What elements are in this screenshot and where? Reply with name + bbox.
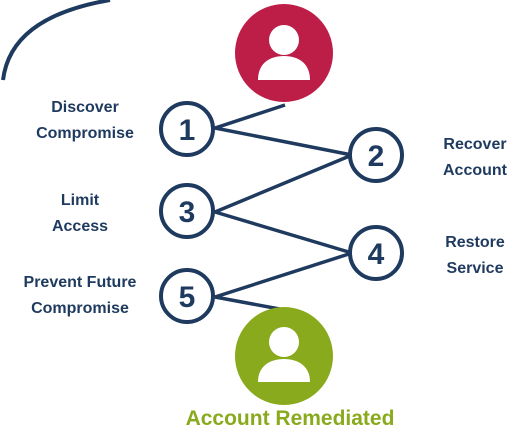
user-icon <box>258 25 310 80</box>
step-number: 3 <box>179 196 196 229</box>
connector-2-3 <box>214 153 353 214</box>
connector-4-5 <box>214 251 353 299</box>
step-number: 4 <box>368 238 385 271</box>
step-label-line: Access <box>51 218 109 235</box>
end-user-avatar <box>235 307 333 405</box>
connector-5-end <box>214 295 286 312</box>
step-label-line: Prevent Future <box>23 274 137 291</box>
step-label-line: Compromise <box>36 125 134 142</box>
step-label-4: Restore Service <box>432 230 518 282</box>
step-label-line: Discover <box>51 99 119 116</box>
step-label-5: Prevent Future Compromise <box>4 270 156 322</box>
step-circle-3: 3 <box>159 183 215 239</box>
step-label-line: Compromise <box>31 300 129 317</box>
step-circle-4: 4 <box>348 225 404 281</box>
step-label-line: Account <box>443 162 507 179</box>
step-label-3: Limit Access <box>30 188 130 240</box>
step-label-line: Limit <box>60 192 100 209</box>
connector-3-4 <box>214 210 353 255</box>
step-label-line: Restore <box>445 234 505 251</box>
connector-lines <box>214 103 353 312</box>
step-label-line: Recover <box>443 136 507 153</box>
connector-start-1 <box>214 103 286 130</box>
user-icon <box>258 327 310 382</box>
result-caption: Account Remediated <box>185 407 395 430</box>
step-number: 1 <box>179 114 196 147</box>
connector-1-2 <box>214 126 353 157</box>
step-label-1: Discover Compromise <box>20 95 150 147</box>
step-circle-5: 5 <box>159 268 215 324</box>
step-circle-1: 1 <box>159 101 215 157</box>
step-label-2: Recover Account <box>432 132 518 184</box>
step-label-line: Service <box>446 260 504 277</box>
frame-arc <box>1 0 111 81</box>
start-user-avatar <box>235 4 333 102</box>
step-number: 5 <box>179 281 196 314</box>
step-circle-2: 2 <box>348 127 404 183</box>
step-number: 2 <box>368 140 385 173</box>
